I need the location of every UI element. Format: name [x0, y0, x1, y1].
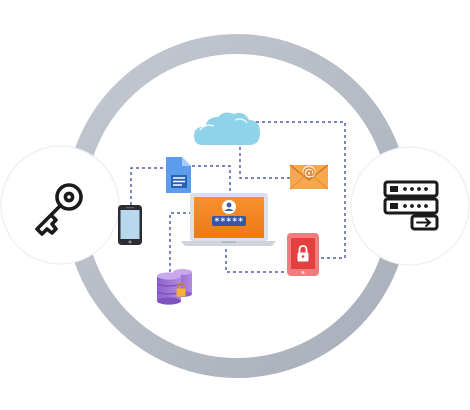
connector-cloud-email [239, 135, 290, 179]
password-mask: ***** [214, 217, 244, 227]
key-badge [0, 145, 120, 265]
password-field [212, 216, 246, 226]
connector-lines [130, 121, 346, 273]
svg-text:@: @ [303, 166, 316, 181]
tablet-lock-icon [287, 233, 319, 276]
connector-cloud-right [256, 121, 346, 259]
lock-icon [297, 245, 309, 262]
user-avatar-icon [222, 200, 236, 214]
key-icon [35, 183, 83, 236]
connector-laptop-database [169, 212, 192, 272]
connector-phone [130, 167, 165, 205]
document-icon [166, 157, 191, 193]
server-rack-icon [383, 180, 439, 231]
cloud-icon [194, 112, 260, 145]
server-badge [350, 146, 470, 266]
email-envelope-icon: @ [289, 164, 329, 190]
laptop-icon: ***** [181, 193, 276, 246]
database-lock-icon [156, 269, 192, 305]
database-lock-badge [176, 282, 186, 297]
smartphone-icon [118, 205, 142, 245]
connector-laptop-tablet [225, 243, 290, 273]
connector-document [192, 165, 231, 193]
